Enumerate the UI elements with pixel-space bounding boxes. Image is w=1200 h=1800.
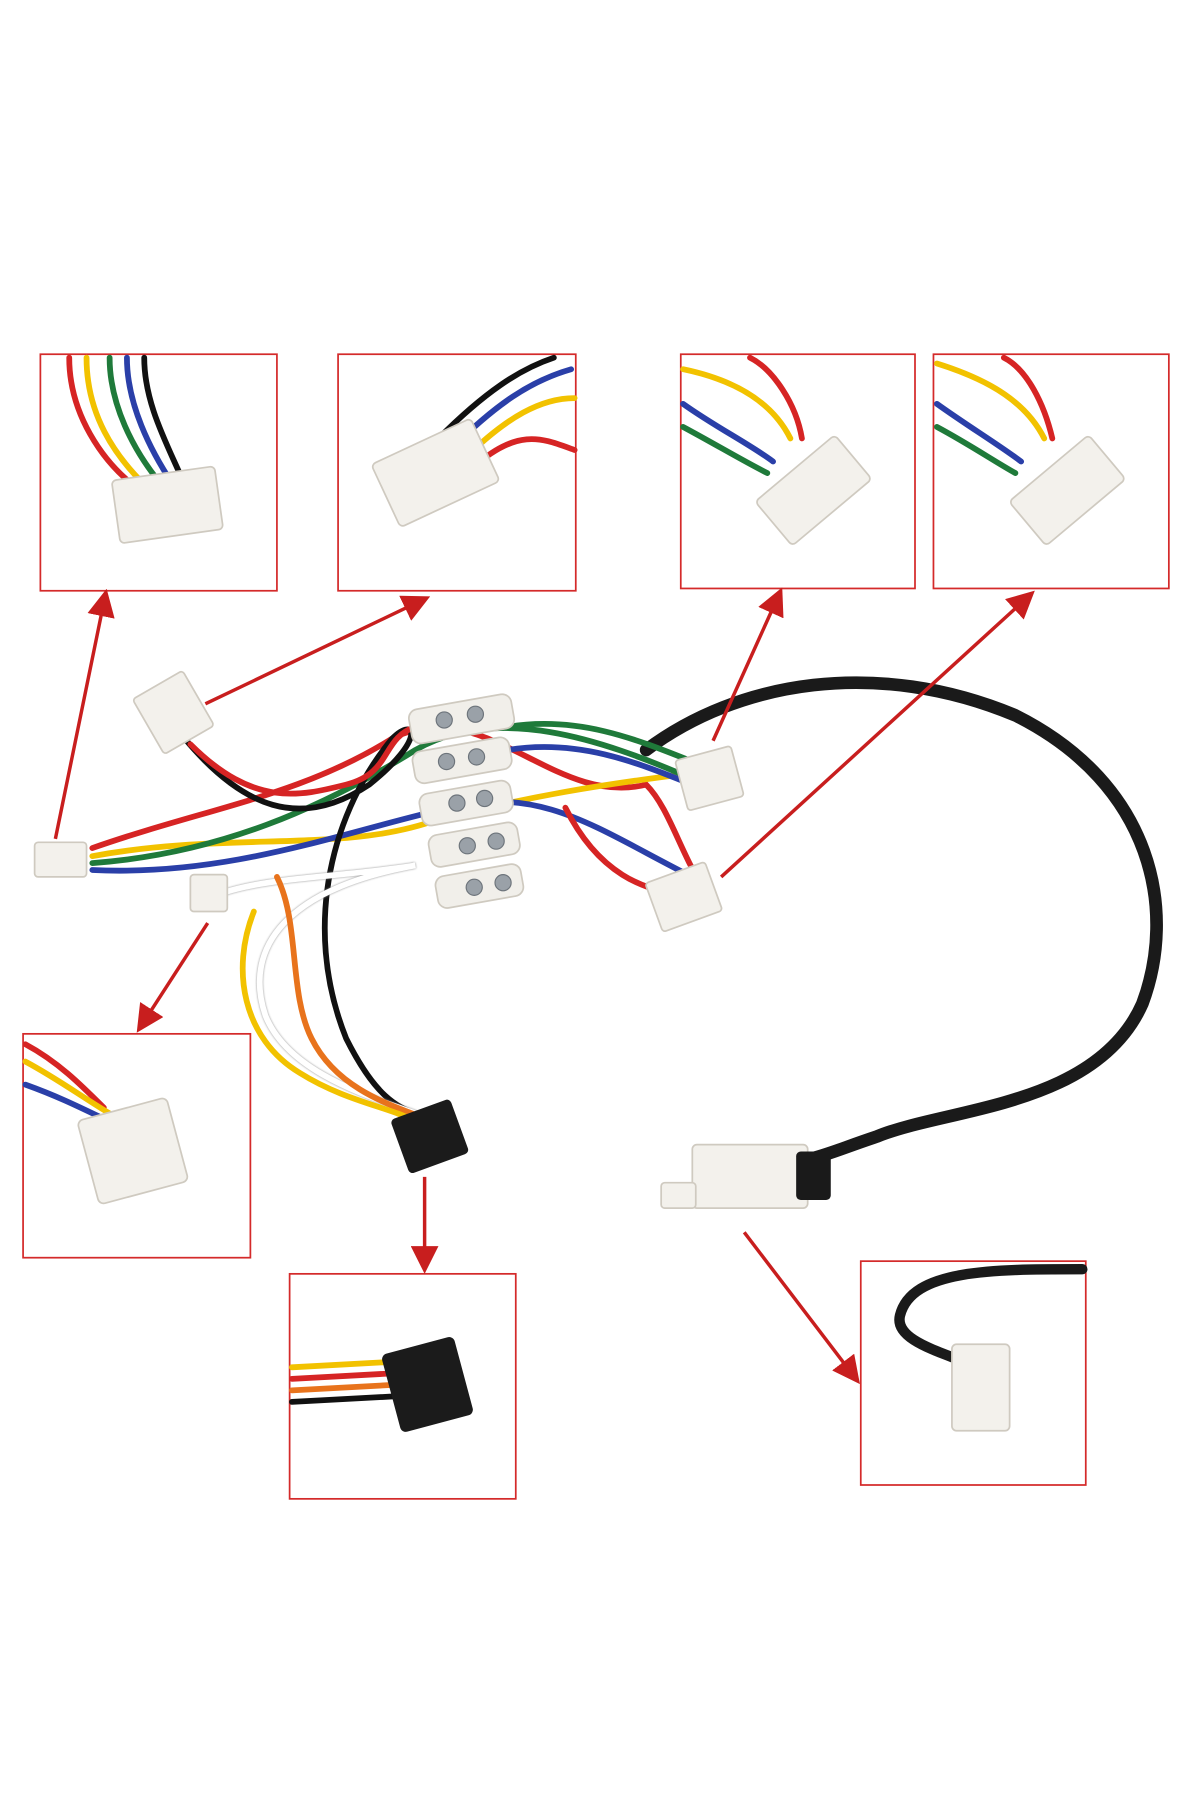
callout-power-plug bbox=[859, 1260, 1088, 1486]
callout-4pin-top bbox=[337, 353, 578, 592]
connector-4pin-top bbox=[132, 670, 214, 754]
connector-sm-black bbox=[391, 1099, 469, 1174]
connector-6pin-right-b bbox=[645, 861, 723, 933]
connector-6pin-left bbox=[33, 841, 88, 878]
callout-6pin-left bbox=[39, 353, 278, 592]
callout-sm-black bbox=[288, 1272, 517, 1500]
black-cable bbox=[639, 676, 1163, 1166]
connector-6pin-right-a bbox=[674, 745, 745, 811]
callout-6pin-right-a bbox=[679, 353, 916, 590]
connector-power-plug bbox=[660, 1143, 831, 1209]
connector-3pin bbox=[189, 873, 229, 913]
callout-3pin bbox=[22, 1032, 252, 1259]
callout-6pin-right-b bbox=[932, 353, 1170, 590]
callout-arrows bbox=[53, 587, 1035, 1385]
terminal-block bbox=[407, 693, 525, 909]
